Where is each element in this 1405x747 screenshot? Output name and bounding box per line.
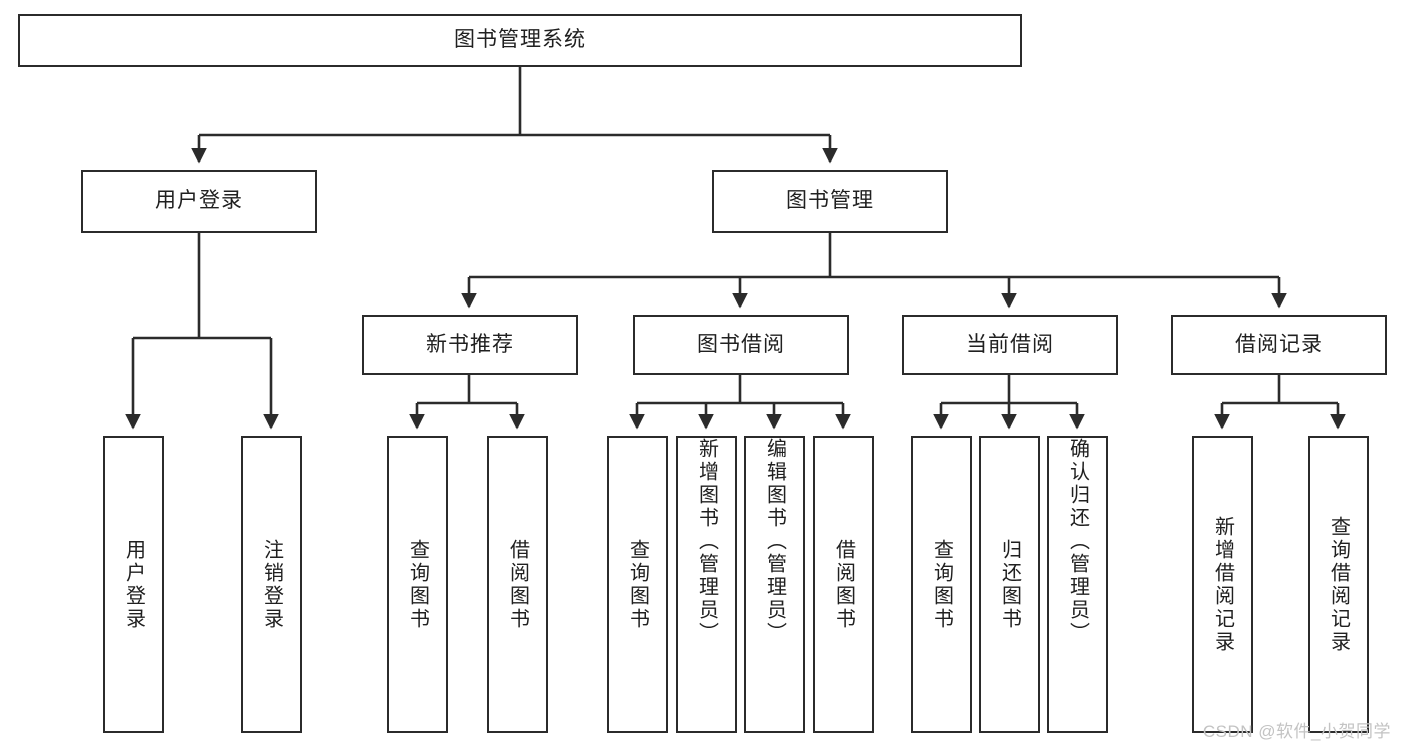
node-book-borrow[interactable]: 图书借阅	[633, 315, 849, 375]
node-leaf-borrow-book-1[interactable]: 借阅图书	[487, 436, 548, 733]
node-label: 编辑图书（管理员）	[763, 438, 786, 645]
node-label: 归还图书	[998, 538, 1021, 631]
node-label: 查询图书	[930, 538, 953, 631]
node-label: 确认归还（管理员）	[1066, 438, 1089, 645]
node-label: 用户登录	[122, 538, 145, 631]
node-leaf-edit-book-admin[interactable]: 编辑图书（管理员）	[744, 436, 805, 733]
node-leaf-query-book-3[interactable]: 查询图书	[911, 436, 972, 733]
node-new-book-recommend[interactable]: 新书推荐	[362, 315, 578, 375]
node-label: 当前借阅	[966, 332, 1054, 356]
node-label: 查询借阅记录	[1327, 515, 1350, 654]
node-label: 图书借阅	[697, 332, 785, 356]
node-label: 新增借阅记录	[1211, 515, 1234, 654]
node-leaf-query-book-1[interactable]: 查询图书	[387, 436, 448, 733]
node-leaf-query-book-2[interactable]: 查询图书	[607, 436, 668, 733]
node-label: 查询图书	[406, 538, 429, 631]
node-book-management[interactable]: 图书管理	[712, 170, 948, 233]
node-leaf-add-book-admin[interactable]: 新增图书（管理员）	[676, 436, 737, 733]
node-leaf-user-login[interactable]: 用户登录	[103, 436, 164, 733]
node-label: 新书推荐	[426, 332, 514, 356]
node-current-borrow[interactable]: 当前借阅	[902, 315, 1118, 375]
node-label: 新增图书（管理员）	[695, 438, 718, 645]
node-leaf-add-borrow-record[interactable]: 新增借阅记录	[1192, 436, 1253, 733]
node-leaf-query-borrow-record[interactable]: 查询借阅记录	[1308, 436, 1369, 733]
node-label: 注销登录	[260, 538, 283, 631]
node-leaf-logout-login[interactable]: 注销登录	[241, 436, 302, 733]
node-label: 借阅图书	[506, 538, 529, 631]
node-label: 借阅图书	[832, 538, 855, 631]
node-label: 借阅记录	[1235, 332, 1323, 356]
node-label: 用户登录	[155, 189, 243, 213]
node-leaf-return-book[interactable]: 归还图书	[979, 436, 1040, 733]
node-label: 图书管理	[786, 189, 874, 213]
node-leaf-borrow-book-2[interactable]: 借阅图书	[813, 436, 874, 733]
watermark-text: CSDN @软件_小贺同学	[1202, 722, 1391, 741]
node-leaf-confirm-return-admin[interactable]: 确认归还（管理员）	[1047, 436, 1108, 733]
node-book-management-system[interactable]: 图书管理系统	[18, 14, 1022, 67]
node-borrow-record[interactable]: 借阅记录	[1171, 315, 1387, 375]
node-label: 查询图书	[626, 538, 649, 631]
node-label: 图书管理系统	[454, 28, 586, 52]
node-user-login[interactable]: 用户登录	[81, 170, 317, 233]
